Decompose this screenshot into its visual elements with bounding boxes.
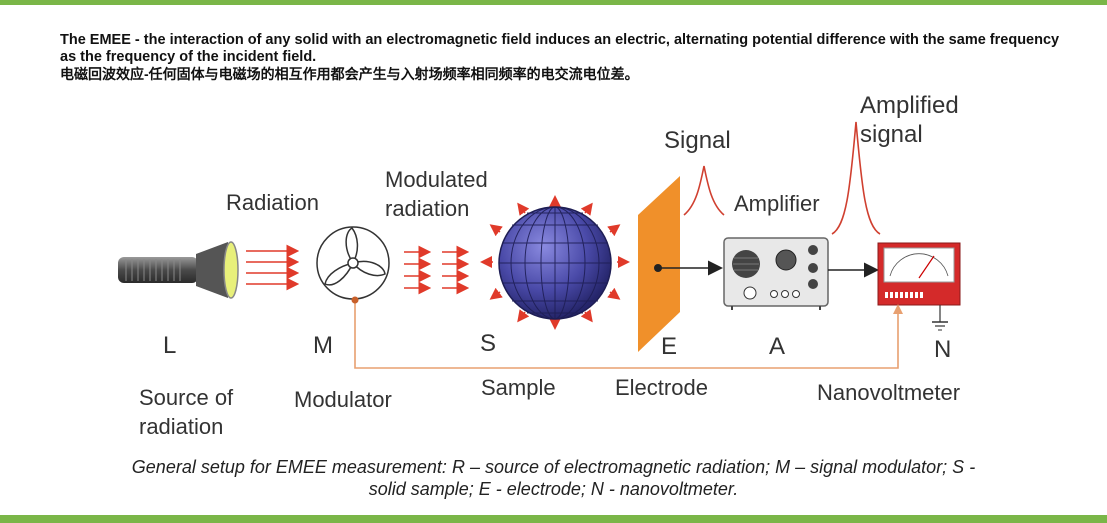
nanovoltmeter-icon [877,242,961,331]
component-sample: Sample [481,375,556,400]
radiation-arrows [246,244,300,291]
reference-wire-start [351,296,359,304]
modulated-radiation-arrows [404,245,470,295]
label-modulated-2: radiation [385,196,470,221]
label-modulated-1: Modulated [385,167,488,192]
letter-N: N [934,336,952,363]
label-signal: Signal [664,127,731,154]
caption-line-2: solid sample; E - electrode; N - nanovol… [368,479,739,499]
reference-wire [354,300,899,369]
letter-L: L [163,332,177,359]
header-chinese: 电磁回波效应-任何固体与电磁场的相互作用都会产生与入射场频率相同频率的电交流电位… [60,66,639,82]
sample-sphere-icon [480,195,630,330]
amplifier-icon [723,237,829,310]
label-amplified-2: signal [860,121,923,148]
bottom-accent-bar [0,515,1107,523]
electrode-plate-icon [638,176,680,352]
header-text: The EMEE - the interaction of any solid … [60,32,1070,83]
amplified-peak-curve [831,121,881,235]
caption-line-1: General setup for EMEE measurement: R – … [131,457,976,477]
component-electrode: Electrode [615,375,708,400]
component-source-2: radiation [139,414,224,439]
signal-peak-curve [683,165,725,216]
label-radiation: Radiation [226,190,319,215]
component-modulator: Modulator [294,387,392,412]
figure-caption: General setup for EMEE measurement: R – … [40,456,1067,500]
letter-A: A [769,333,786,360]
label-amplified-1: Amplified [860,92,959,119]
label-amplifier: Amplifier [734,191,820,216]
letter-M: M [313,332,333,359]
letter-S: S [480,330,497,357]
top-accent-bar [0,0,1107,5]
letter-E: E [661,333,678,360]
modulator-fan-icon [316,226,390,300]
header-english: The EMEE - the interaction of any solid … [60,32,1060,65]
component-source-1: Source of [139,385,234,410]
component-nanovoltmeter: Nanovoltmeter [817,380,961,405]
flashlight-icon [118,241,239,299]
reference-wire-arrowhead [893,304,903,314]
